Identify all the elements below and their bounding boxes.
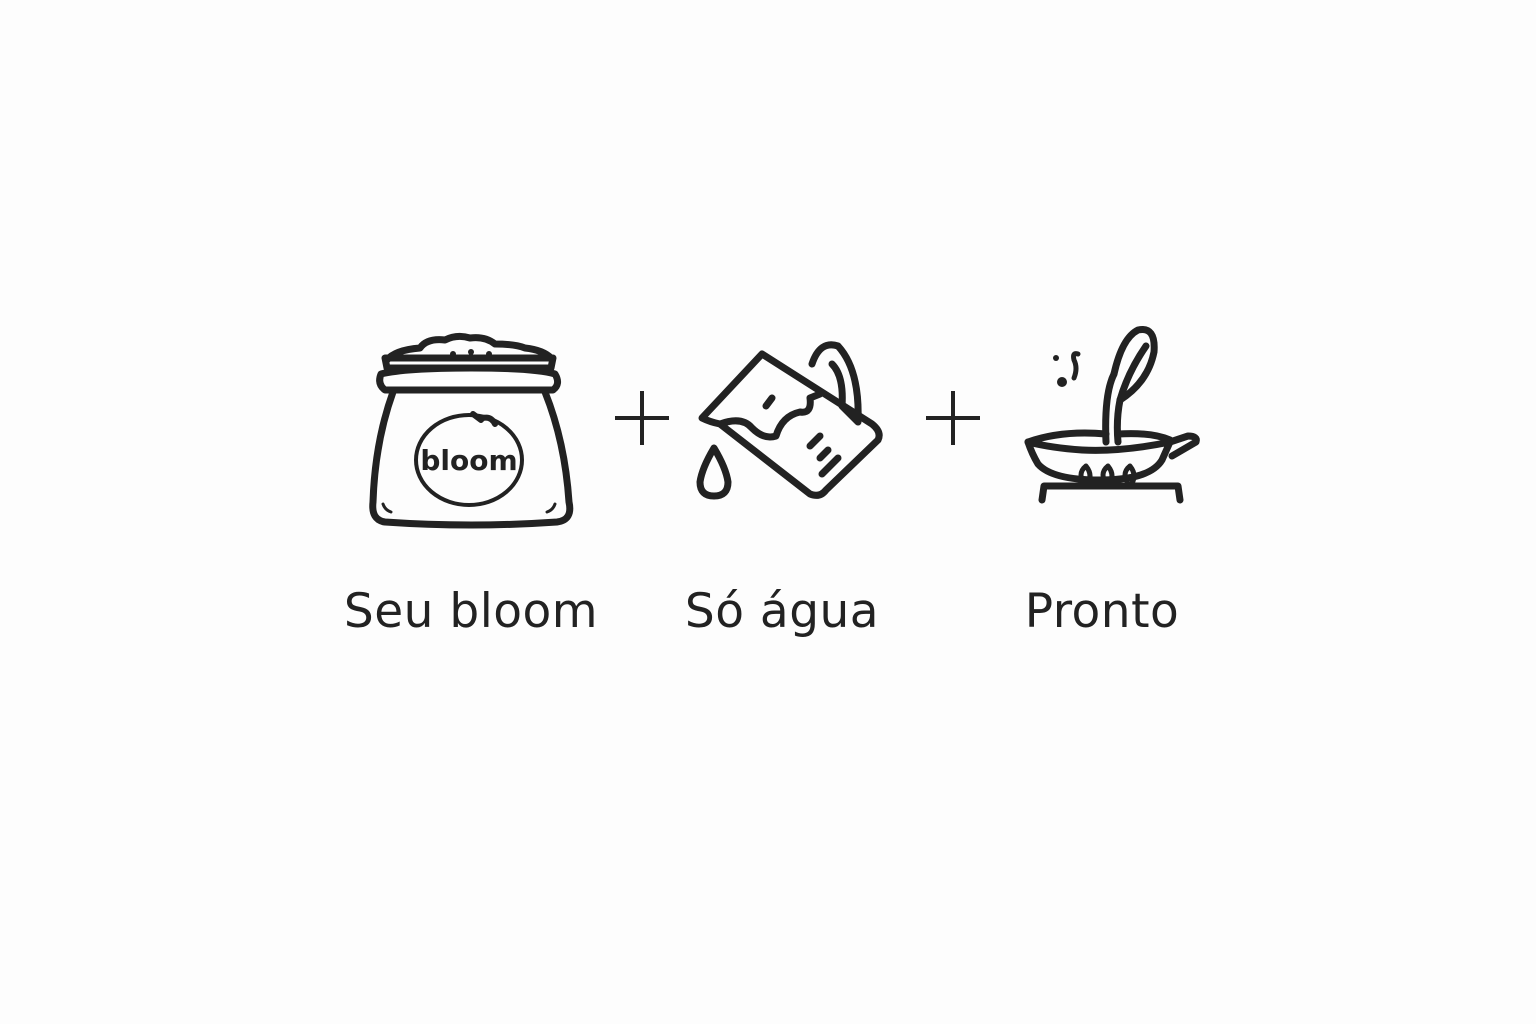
- plus-icon: [615, 391, 669, 445]
- bag-brand-text: bloom: [420, 444, 517, 477]
- pouring-pitcher-icon: [696, 341, 883, 500]
- step-label-so-agua: Só água: [684, 584, 880, 639]
- step-label-seu-bloom: Seu bloom: [343, 584, 599, 639]
- plus-icon: [926, 391, 980, 445]
- bag-icon: bloom: [369, 332, 574, 529]
- step-label-pronto: Pronto: [1024, 584, 1180, 639]
- pan-on-stove-icon: [1024, 325, 1200, 504]
